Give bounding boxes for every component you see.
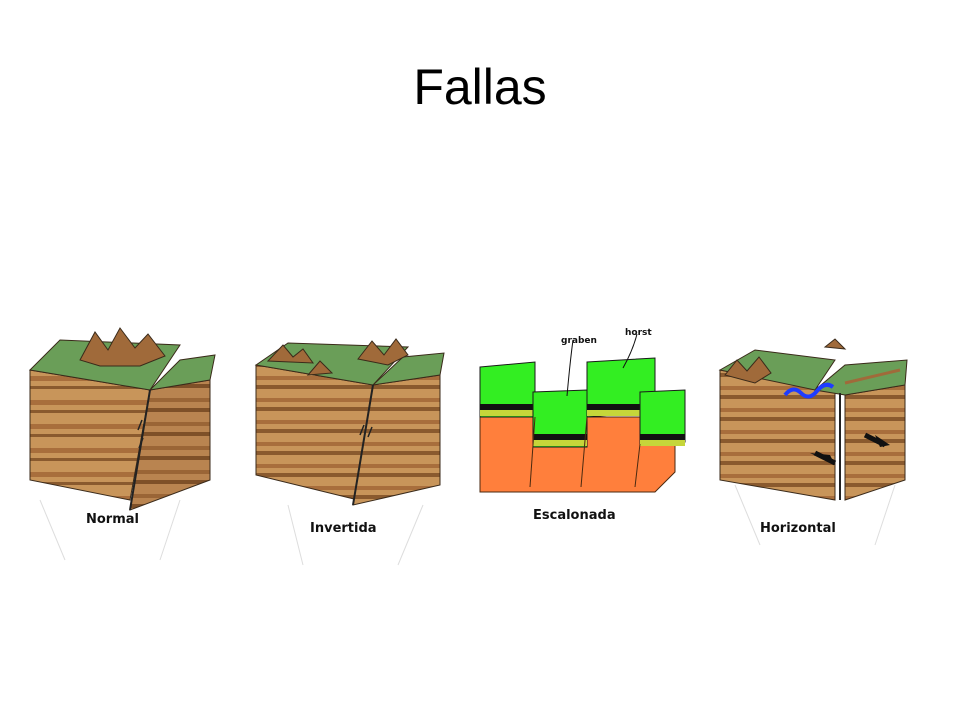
graben-label: graben (561, 336, 597, 346)
escalonada-caption: Escalonada (533, 508, 616, 523)
invertida-fault-diagram: Invertida (248, 325, 458, 575)
horizontal-fault-diagram: Horizontal (715, 335, 915, 565)
escalonada-fault-diagram: graben horst Escalonada (475, 322, 690, 542)
normal-fault-diagram: Normal (20, 320, 230, 570)
horst-label: horst (625, 328, 652, 338)
slide-title: Fallas (413, 59, 547, 115)
invertida-caption: Invertida (310, 521, 377, 536)
horizontal-caption: Horizontal (760, 521, 836, 536)
normal-caption: Normal (86, 512, 139, 527)
